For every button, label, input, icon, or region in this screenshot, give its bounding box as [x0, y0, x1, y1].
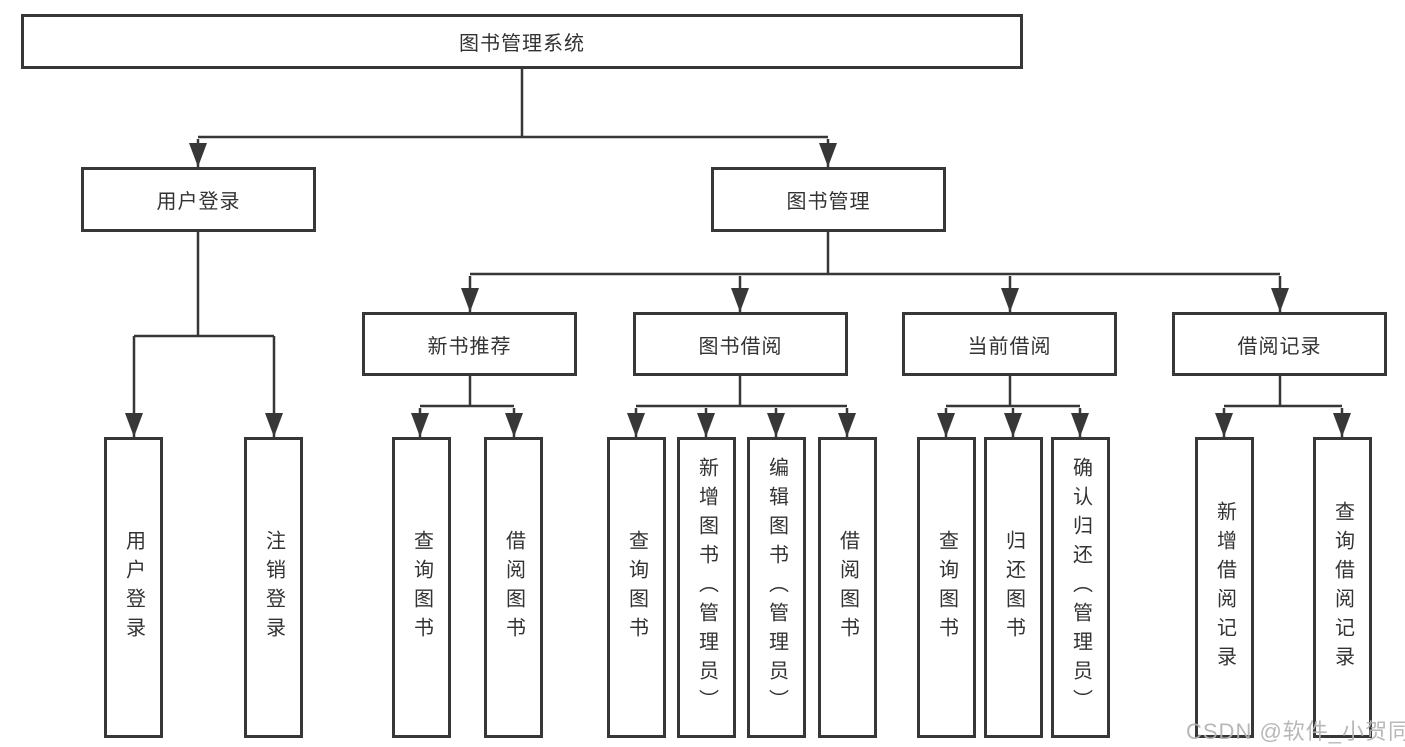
node-new-book-recommend: 新书推荐	[362, 312, 577, 376]
leaf-borrow-books-2: 借阅图书	[818, 437, 877, 738]
leaf-borrow-books-1: 借阅图书	[484, 437, 543, 738]
node-current-borrowing: 当前借阅	[902, 312, 1117, 376]
leaf-user-login: 用户登录	[104, 437, 163, 738]
node-system-root: 图书管理系统	[21, 14, 1023, 69]
node-borrowing-records: 借阅记录	[1172, 312, 1387, 376]
leaf-query-borrow-record: 查询借阅记录	[1313, 437, 1372, 738]
leaf-query-books-2: 查询图书	[607, 437, 666, 738]
leaf-return-books: 归还图书	[984, 437, 1043, 738]
leaf-edit-books-admin: 编辑图书（管理员）	[747, 437, 806, 738]
node-book-management: 图书管理	[711, 167, 946, 232]
leaf-logout: 注销登录	[244, 437, 303, 738]
node-book-borrowing: 图书借阅	[633, 312, 848, 376]
leaf-query-books-1: 查询图书	[392, 437, 451, 738]
leaf-add-books-admin: 新增图书（管理员）	[677, 437, 736, 738]
leaf-add-borrow-record: 新增借阅记录	[1195, 437, 1254, 738]
node-user-login: 用户登录	[81, 167, 316, 232]
leaf-confirm-return-admin: 确认归还（管理员）	[1051, 437, 1110, 738]
leaf-query-books-3: 查询图书	[917, 437, 976, 738]
